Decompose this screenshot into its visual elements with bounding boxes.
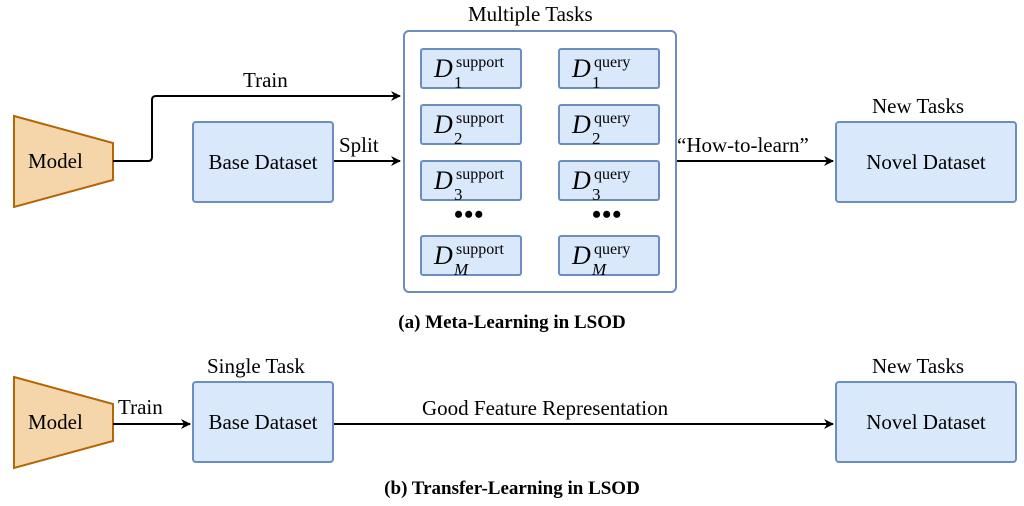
split-label: Split (339, 133, 379, 157)
base-dataset-label-a: Base Dataset (208, 149, 318, 174)
base-dataset-label-b: Base Dataset (208, 409, 318, 434)
base-dataset-box-a: Base Dataset (192, 121, 334, 203)
new-tasks-label-b: New Tasks (872, 354, 965, 378)
model-shape-b (13, 375, 114, 470)
train-label-b: Train (118, 395, 163, 419)
novel-dataset-label-b: Novel Dataset (866, 409, 986, 434)
model-label-b: Model (28, 410, 83, 434)
base-dataset-box-b: Base Dataset (192, 381, 334, 463)
ellipsis-support: ••• (454, 200, 485, 229)
how-to-learn-label: “How-to-learn” (677, 133, 809, 157)
multiple-tasks-label: Multiple Tasks (468, 2, 593, 26)
caption-b: (b) Transfer-Learning in LSOD (384, 478, 640, 499)
novel-dataset-box-a: Novel Dataset (835, 121, 1017, 203)
novel-dataset-label-a: Novel Dataset (866, 149, 986, 174)
train-label-a: Train (243, 68, 288, 92)
train-arrow-a (113, 91, 401, 162)
caption-a: (a) Meta-Learning in LSOD (398, 312, 626, 333)
model-shape-a (13, 114, 114, 209)
ellipsis-query: ••• (592, 200, 623, 229)
model-label-a: Model (28, 149, 83, 173)
single-task-label: Single Task (207, 354, 305, 378)
new-tasks-label-a: New Tasks (872, 94, 965, 118)
novel-dataset-box-b: Novel Dataset (835, 381, 1017, 463)
feature-representation-label: Good Feature Representation (422, 396, 669, 420)
